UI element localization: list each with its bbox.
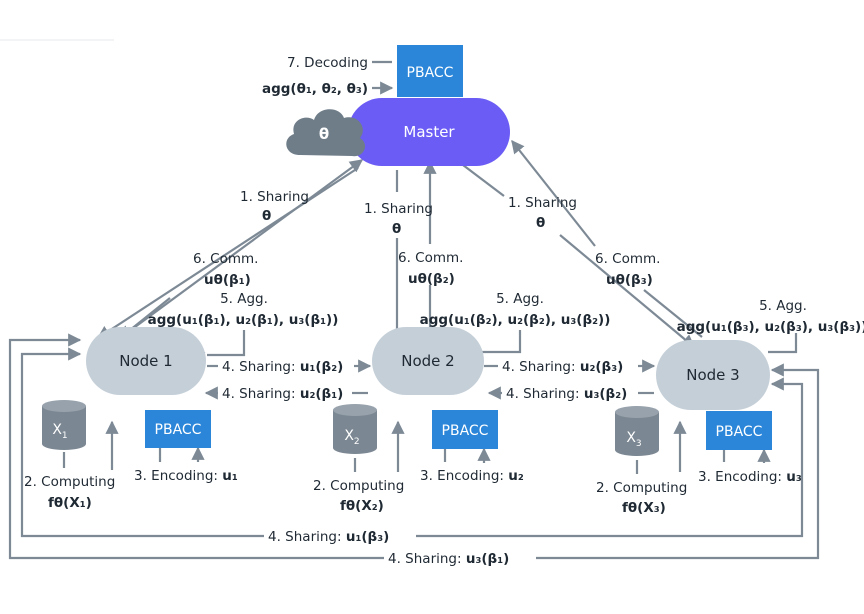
pbacc-3-box xyxy=(706,411,772,450)
agg-3-value: agg(u₁(β₃), u₂(β₃), u₃(β₃)) xyxy=(677,319,864,335)
agg-3-title: 5. Agg. xyxy=(759,298,807,314)
node-3: Node 3 xyxy=(656,340,770,410)
master-node: Master xyxy=(348,98,510,166)
dataset-3-label: X3 xyxy=(626,430,641,449)
cylinder-1-top xyxy=(42,400,86,412)
arrow-master-node3 xyxy=(559,234,696,348)
pbacc-master-label: PBACC xyxy=(407,65,454,81)
node-2-pill xyxy=(372,327,484,395)
comm-1-title: 6. Comm. xyxy=(193,251,258,267)
pbacc-node-1: PBACC xyxy=(145,410,211,448)
arrow-agg2-out xyxy=(482,330,522,354)
comm-3-value: uθ(β₃) xyxy=(606,272,653,288)
dataset-3: X3 xyxy=(615,406,659,456)
computing-2-title: 2. Computing xyxy=(313,478,404,494)
cylinder-1-body xyxy=(42,406,86,450)
share-31-label: 4. Sharing: u₃(β₁) xyxy=(388,551,509,567)
cylinder-3-top xyxy=(615,406,659,418)
encoding-2-label: 3. Encoding: u₂ xyxy=(420,468,524,484)
node-1: Node 1 xyxy=(86,327,206,395)
node-2: Node 2 xyxy=(372,327,484,395)
arrow-master-node3-top xyxy=(462,164,505,197)
decoding-title: 7. Decoding xyxy=(287,55,368,71)
computing-1-value: fθ(X₁) xyxy=(48,495,92,511)
computing-3-title: 2. Computing xyxy=(596,480,687,496)
arrow-master-node1 xyxy=(96,167,359,339)
encoding-3-label: 3. Encoding: u₃ xyxy=(698,469,802,485)
computing-1-title: 2. Computing xyxy=(24,474,115,490)
arrow-node3-master-bottom xyxy=(643,289,703,338)
encoding-1-label: 3. Encoding: u₁ xyxy=(134,468,238,484)
sharing-theta-3-title: 1. Sharing xyxy=(508,195,577,211)
dataset-1: X1 xyxy=(42,400,86,450)
sharing-theta-1-value: θ xyxy=(262,208,271,224)
node-1-pill xyxy=(86,327,206,395)
comm-1-value: uθ(β₁) xyxy=(204,272,251,288)
pbacc-3-label: PBACC xyxy=(716,424,763,440)
share-13-label: 4. Sharing: u₁(β₃) xyxy=(268,529,389,545)
pbacc-1-label: PBACC xyxy=(155,422,202,438)
pbacc-master-box xyxy=(397,45,463,97)
agg-1-title: 5. Agg. xyxy=(220,291,268,307)
pbacc-2-label: PBACC xyxy=(442,423,489,439)
dataset-2: X2 xyxy=(333,404,377,454)
share-21-label: 4. Sharing: u₂(β₁) xyxy=(222,386,343,402)
pbacc-node-3: PBACC xyxy=(706,411,772,450)
share-32-label: 4. Sharing: u₃(β₂) xyxy=(506,386,627,402)
arrow-node1-master xyxy=(119,159,364,339)
node-3-pill xyxy=(656,340,770,410)
node-2-label: Node 2 xyxy=(401,352,454,370)
sharing-theta-3-value: θ xyxy=(536,215,545,231)
pbacc-master: PBACC xyxy=(397,45,463,97)
pbacc-1-box xyxy=(145,410,211,448)
cloud-label: θ xyxy=(319,125,329,143)
arrow-agg3-out xyxy=(768,333,798,354)
sharing-theta-1-title: 1. Sharing xyxy=(240,189,309,205)
labels: 7. Decoding agg(θ₁, θ₂, θ₃) 1. Sharing θ… xyxy=(24,55,864,567)
dataset-1-label: X1 xyxy=(52,422,67,441)
node-3-label: Node 3 xyxy=(686,366,739,384)
loop-u1b3-left xyxy=(20,347,264,538)
cylinder-2-body xyxy=(333,410,377,454)
decoding-fn: agg(θ₁, θ₂, θ₃) xyxy=(262,81,368,97)
node-1-label: Node 1 xyxy=(119,352,172,370)
agg-1-value: agg(u₁(β₁), u₂(β₁), u₃(β₁)) xyxy=(148,312,339,328)
master-pill xyxy=(348,98,510,166)
computing-2-value: fθ(X₂) xyxy=(340,498,384,514)
theta-cloud: θ xyxy=(286,109,366,157)
dataset-2-label: X2 xyxy=(344,428,359,447)
loop-u3b1-left xyxy=(8,333,384,560)
sharing-theta-2-title: 1. Sharing xyxy=(364,201,433,217)
cloud-icon xyxy=(286,109,366,157)
comm-2-title: 6. Comm. xyxy=(398,250,463,266)
arrow-node3-master xyxy=(511,139,596,247)
comm-2-value: uθ(β₂) xyxy=(408,271,455,287)
agg-2-title: 5. Agg. xyxy=(496,291,544,307)
comm-3-title: 6. Comm. xyxy=(595,251,660,267)
cylinder-2-top xyxy=(333,404,377,416)
pbacc-node-2: PBACC xyxy=(432,410,498,449)
loop-u1b3-right xyxy=(416,377,804,538)
agg-2-value: agg(u₁(β₂), u₂(β₂), u₃(β₂)) xyxy=(420,312,611,328)
master-label: Master xyxy=(403,123,455,141)
cylinder-3-body xyxy=(615,412,659,456)
loop-u3b1-right xyxy=(536,363,820,560)
share-23-label: 4. Sharing: u₂(β₃) xyxy=(502,359,623,375)
pbacc-2-box xyxy=(432,410,498,449)
arrow-agg1-out xyxy=(207,330,246,357)
share-12-label: 4. Sharing: u₁(β₂) xyxy=(222,359,343,375)
sharing-theta-2-value: θ xyxy=(392,221,401,237)
computing-3-value: fθ(X₃) xyxy=(622,500,666,516)
